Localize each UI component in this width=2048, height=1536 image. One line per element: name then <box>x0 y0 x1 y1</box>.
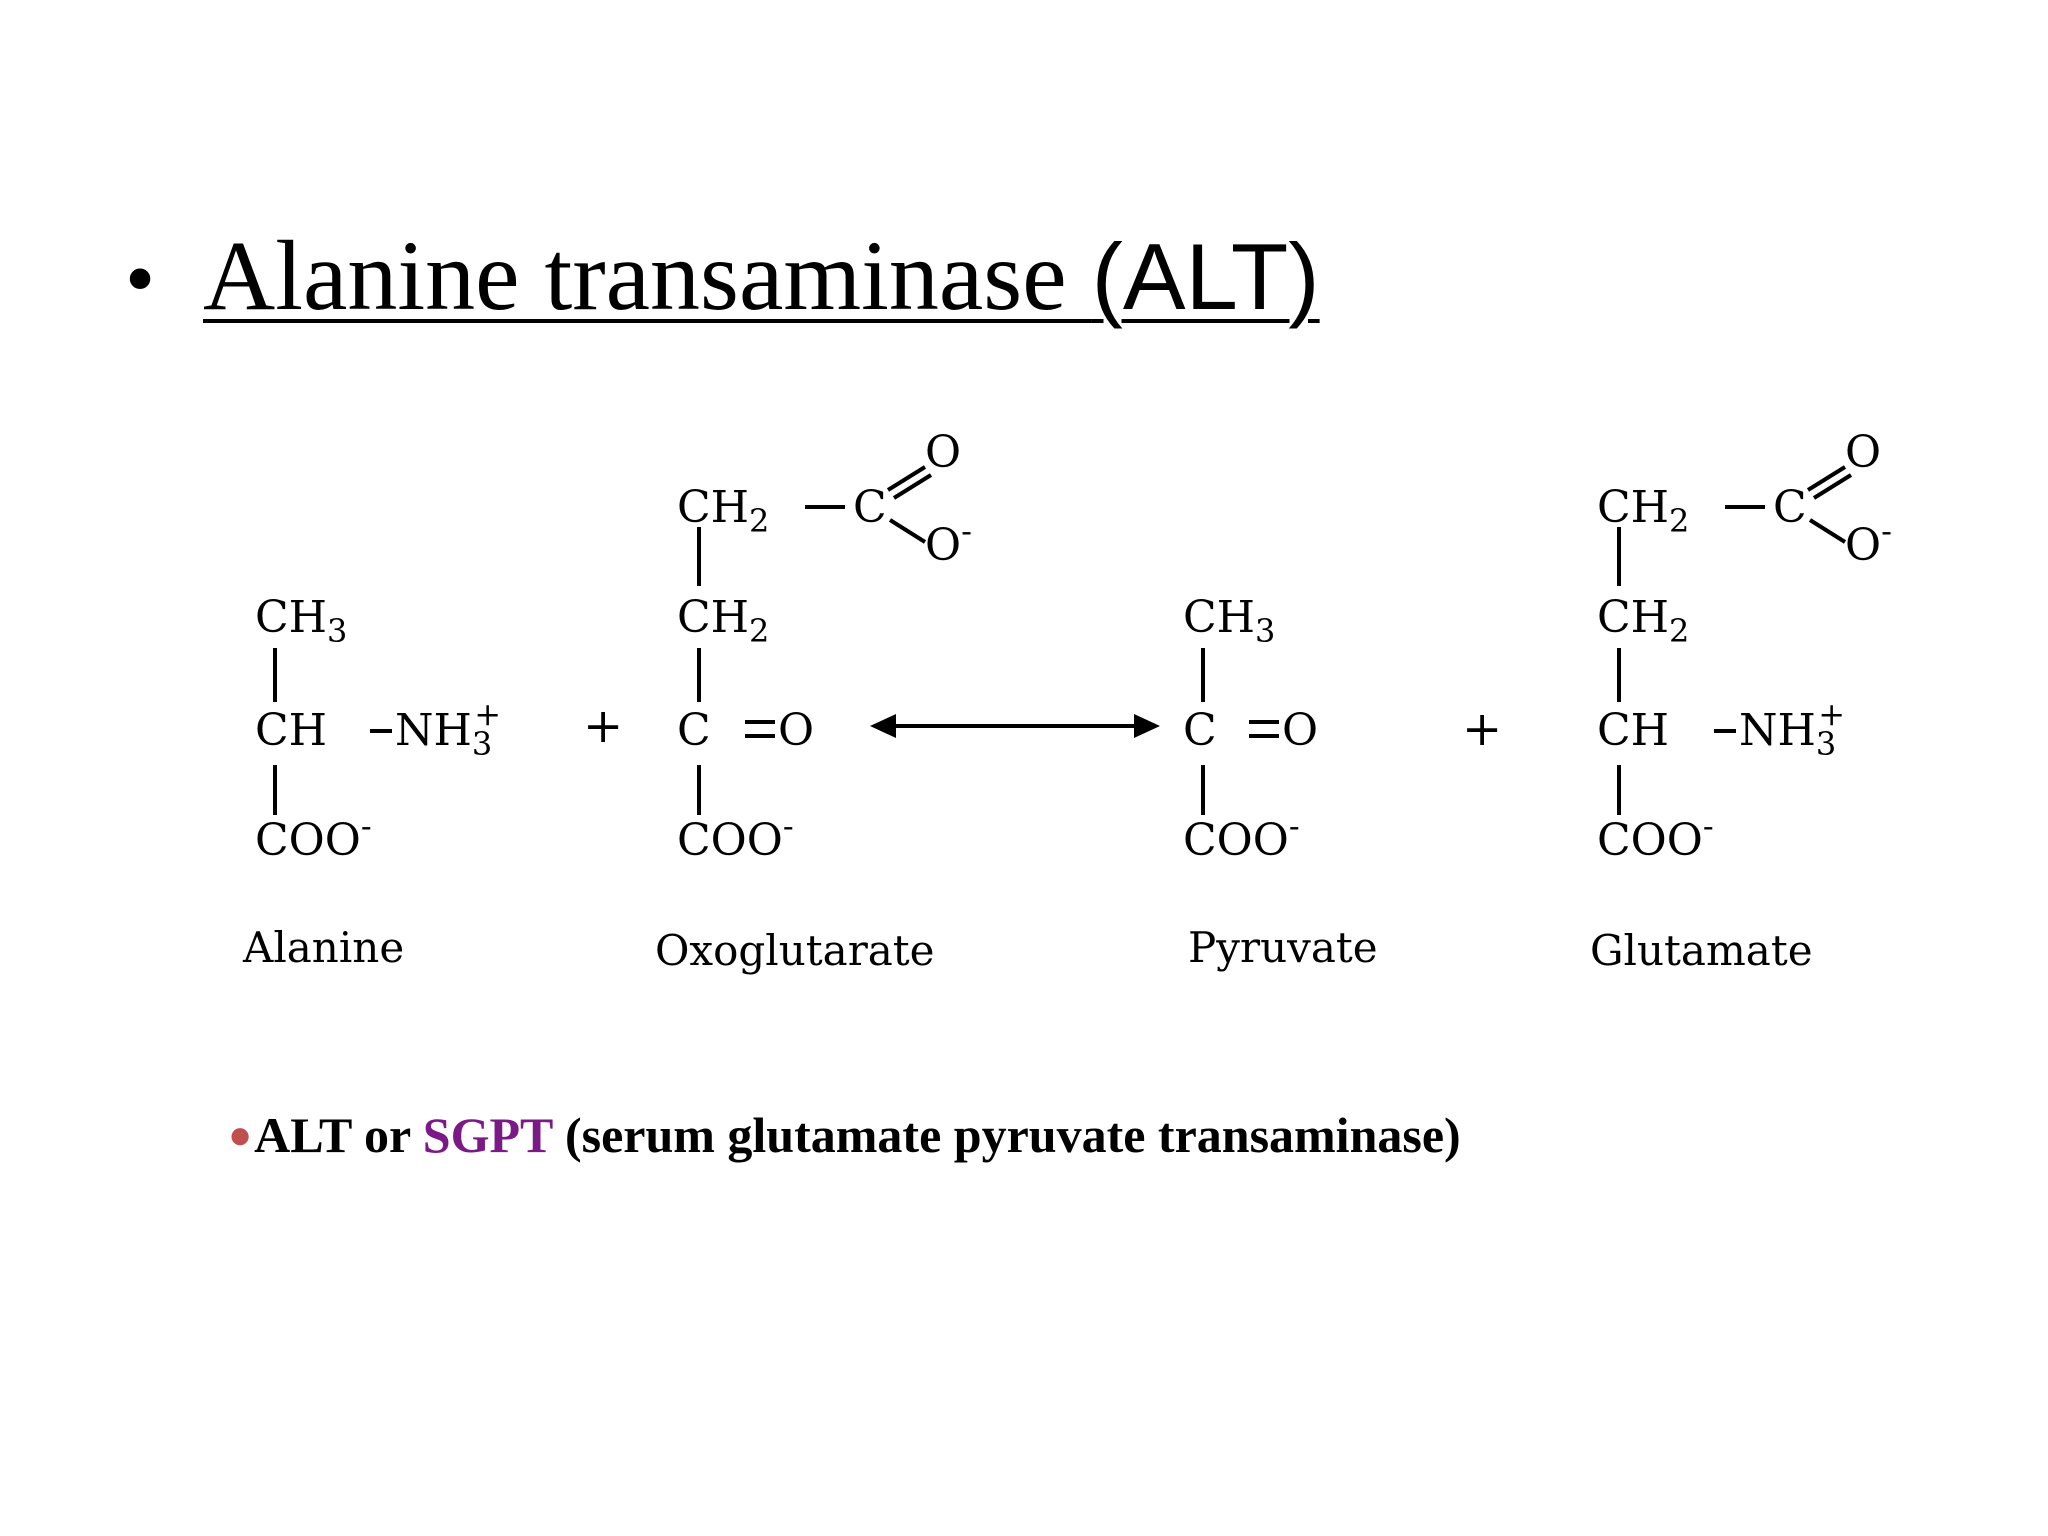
oxoglutarate-bond-9 <box>888 518 927 544</box>
compound-name-alanine: Alanine <box>242 923 404 972</box>
plus-sign-2: + <box>1462 701 1502 757</box>
alanine-nh3: NH3+ <box>395 695 501 763</box>
oxoglutarate-o: O <box>778 705 814 756</box>
glutamate-coo: COO- <box>1597 807 1714 866</box>
note-text-2: (serum glutamate pyruvate transaminase) <box>552 1107 1461 1163</box>
note-line: ●ALT or SGPT (serum glutamate pyruvate t… <box>228 1106 1461 1164</box>
oxoglutarate-carboxyl-c: C <box>853 482 887 533</box>
glutamate-carboxyl-o: O <box>1845 427 1881 478</box>
glutamate-ch: CH <box>1597 705 1669 756</box>
oxoglutarate-bond-8 <box>892 473 933 500</box>
compound-name-glutamate: Glutamate <box>1590 926 1813 975</box>
glutamate-carboxyl-c: C <box>1773 482 1807 533</box>
glutamate-ch2: CH2 <box>1597 592 1689 650</box>
slide-title: Alanine transaminase (ALT) <box>203 220 1320 333</box>
pyruvate-ch3: CH3 <box>1183 592 1275 650</box>
oxoglutarate-ch2-top: CH2 <box>677 482 769 540</box>
title-text: Alanine transaminase <box>203 220 1092 331</box>
pyruvate-c: C <box>1183 705 1217 756</box>
glutamate-nh3: NH3+ <box>1739 695 1845 763</box>
alanine-coo: COO- <box>255 807 372 866</box>
compound-name-oxoglutarate: Oxoglutarate <box>655 926 935 975</box>
oxoglutarate-carboxyl-o: O <box>925 427 961 478</box>
note-bullet: ● <box>228 1112 253 1157</box>
glutamate-ch2-top: CH2 <box>1597 482 1689 540</box>
pyruvate-coo: COO- <box>1183 807 1300 866</box>
glutamate-carboxyl-o-minus: O- <box>1845 512 1892 571</box>
note-highlight-sgpt: SGPT <box>422 1107 553 1163</box>
alanine-ch: CH <box>255 705 327 756</box>
oxoglutarate-ch2: CH2 <box>677 592 769 650</box>
glutamate-bond-8 <box>1808 518 1847 544</box>
note-text-1: ALT or <box>254 1107 423 1163</box>
reaction-diagram: CH3 CH NH3+ COO- CH2 C O O- CH2 C O COO-… <box>242 427 1892 975</box>
glutamate-bond-7 <box>1812 473 1853 500</box>
alanine-ch3: CH3 <box>255 592 347 650</box>
oxoglutarate-coo: COO- <box>677 807 794 866</box>
title-abbreviation: (ALT) <box>1091 224 1320 329</box>
reaction-arrow-left-head <box>870 714 896 738</box>
compound-name-pyruvate: Pyruvate <box>1188 923 1378 972</box>
title-bullet: • <box>125 230 156 326</box>
plus-sign-1: + <box>583 698 623 754</box>
oxoglutarate-bond-7 <box>886 465 927 492</box>
pyruvate-o: O <box>1282 705 1318 756</box>
oxoglutarate-c: C <box>677 705 711 756</box>
reaction-arrow-right-head <box>1134 714 1160 738</box>
oxoglutarate-carboxyl-o-minus: O- <box>925 512 972 571</box>
glutamate-bond-6 <box>1806 465 1847 492</box>
